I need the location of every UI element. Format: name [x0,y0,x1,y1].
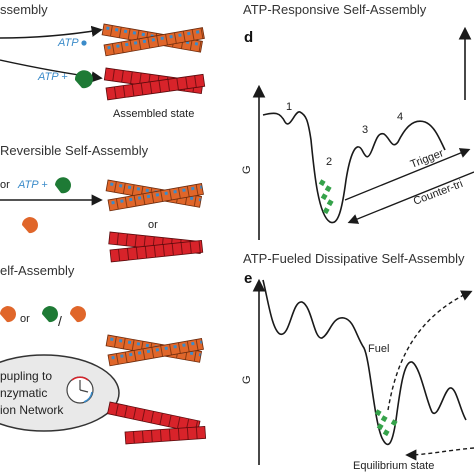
network-line-3: ion Network [0,403,64,417]
counter-trigger-arrow [347,171,474,224]
clock-icon [66,376,94,404]
red-fiber-bundle-bottom [107,401,207,445]
orange-enzyme-icon [22,217,38,234]
minimum-4: 4 [397,111,403,123]
orange-enzyme-icon-bottom [0,306,16,323]
axis-g-top-label: G [241,165,253,174]
orange-fiber-bundle-mid [105,179,204,212]
return-arrow [405,447,474,461]
minimum-1: 1 [286,101,292,113]
axis-g-bottom-label: G [241,375,253,384]
energy-landscape-e [262,279,467,446]
panel-d-letter: d [244,29,253,46]
left-bottom-header: elf-Assembly [0,263,75,278]
assembled-caption: Assembled state [113,108,194,120]
orange-fiber-bundle-top [101,23,205,57]
trigger-arrow [344,148,471,201]
minimum-3: 3 [362,124,368,136]
orange-enzyme-icon-bottom-2 [70,306,86,323]
middle-or-prefix: or [0,179,10,191]
enzyme-pacman-icon [74,70,93,89]
network-line-2: nzymatic [0,386,47,400]
network-line-1: pupling to [0,369,52,383]
green-enzyme-icon-bottom [42,306,58,323]
left-middle-header: Reversible Self-Assembly [0,143,149,158]
energy-landscape-d [262,111,446,224]
equilibrium-label: Equilibrium state [353,460,434,472]
or-label-mid: or [148,219,158,231]
atp-dot [81,40,87,46]
fuel-arrow [387,290,473,411]
right-top-header: ATP-Responsive Self-Assembly [243,2,427,17]
bottom-slash: / [58,313,62,329]
red-fiber-bundle-top [103,67,206,101]
arrow-atp-enzyme-label: ATP + [37,71,68,83]
arrow-atp [0,25,103,39]
orange-fiber-bundle-bottom [105,334,204,367]
fuel-label: Fuel [368,343,389,355]
middle-atp-label: ATP + [17,179,48,191]
red-fiber-bundle-mid [108,231,204,263]
assembly-marks-e [374,409,398,437]
panel-e-letter: e [244,270,252,287]
bottom-or: or [20,313,30,325]
enzyme-pacman-icon-mid [55,177,71,194]
right-bottom-header: ATP-Fueled Dissipative Self-Assembly [243,251,465,266]
arrow-atp-label: ATP [57,37,79,49]
counter-trigger-label: Counter-tri [412,178,465,208]
assembly-marks-d [318,179,334,215]
minimum-2: 2 [326,156,332,168]
left-top-header: ssembly [0,2,48,17]
network-box: pupling to nzymatic ion Network [0,354,120,432]
